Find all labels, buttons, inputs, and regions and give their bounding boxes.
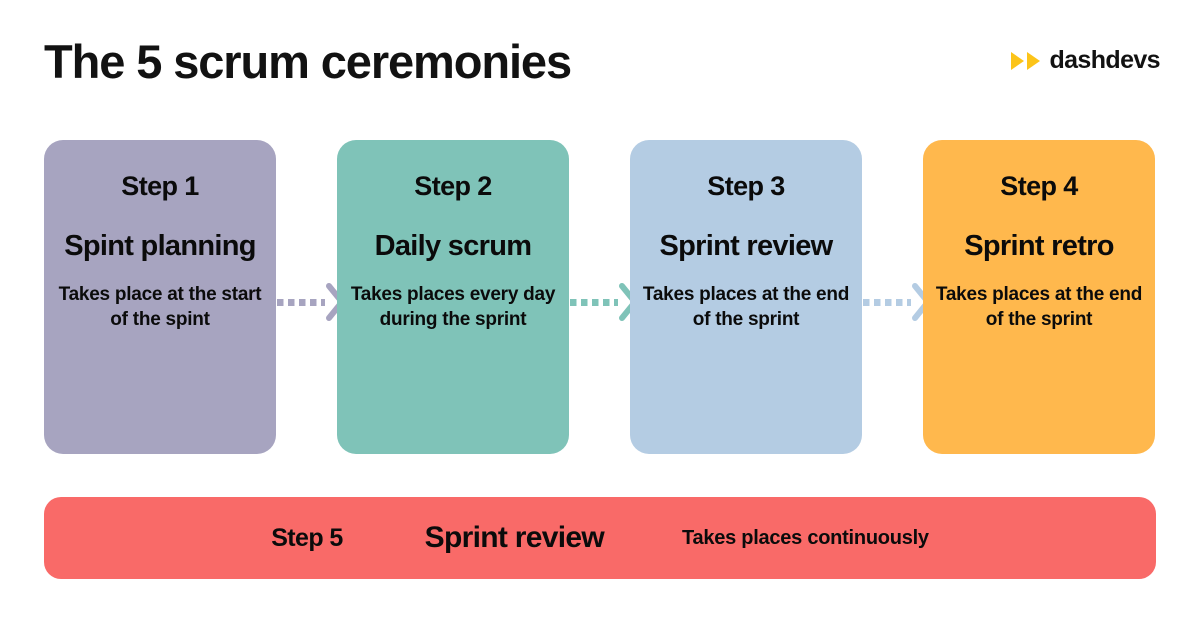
triangle-glyph-1	[1011, 52, 1025, 70]
step-name: Spint planning	[64, 229, 256, 262]
dashed-line-segment	[863, 298, 911, 306]
step-card-4: Step 4 Sprint retro Takes places at the …	[923, 140, 1155, 454]
step-label: Step 4	[1000, 171, 1078, 201]
page-title: The 5 scrum ceremonies	[44, 35, 572, 88]
step-description: Takes places at the end of the sprint	[935, 284, 1143, 331]
step-label: Step 5	[271, 523, 343, 552]
step-label: Step 1	[121, 171, 199, 201]
step-card-5: Step 5 Sprint review Takes places contin…	[44, 497, 1156, 579]
dashed-line-segment	[570, 298, 618, 306]
step-card-2: Step 2 Daily scrum Takes places every da…	[337, 140, 569, 454]
step-name: Daily scrum	[374, 229, 532, 262]
header: The 5 scrum ceremonies dashdevs	[0, 0, 1200, 120]
step-description: Takes place at the start of the spint	[58, 284, 262, 331]
dashed-line-segment	[277, 298, 325, 306]
step-name: Sprint review	[424, 521, 605, 554]
steps-row: Step 1 Spint planning Takes place at the…	[44, 140, 1156, 454]
step-description: Takes places continuously	[681, 526, 929, 549]
step-label: Step 2	[414, 171, 492, 201]
brand-name: dashdevs	[1049, 46, 1160, 74]
step-label: Step 3	[707, 171, 785, 201]
brand-logo: dashdevs	[1011, 46, 1161, 74]
step-card-1: Step 1 Spint planning Takes place at the…	[44, 140, 276, 454]
double-triangle-play-icon	[1011, 52, 1041, 70]
step-description: Takes places every day during the sprint	[350, 284, 556, 331]
step-name: Sprint review	[659, 229, 833, 262]
triangle-glyph-2	[1027, 52, 1041, 70]
step-description: Takes places at the end of the sprint	[642, 284, 850, 331]
step-name: Sprint retro	[964, 229, 1114, 262]
step-card-3: Step 3 Sprint review Takes places at the…	[630, 140, 862, 454]
